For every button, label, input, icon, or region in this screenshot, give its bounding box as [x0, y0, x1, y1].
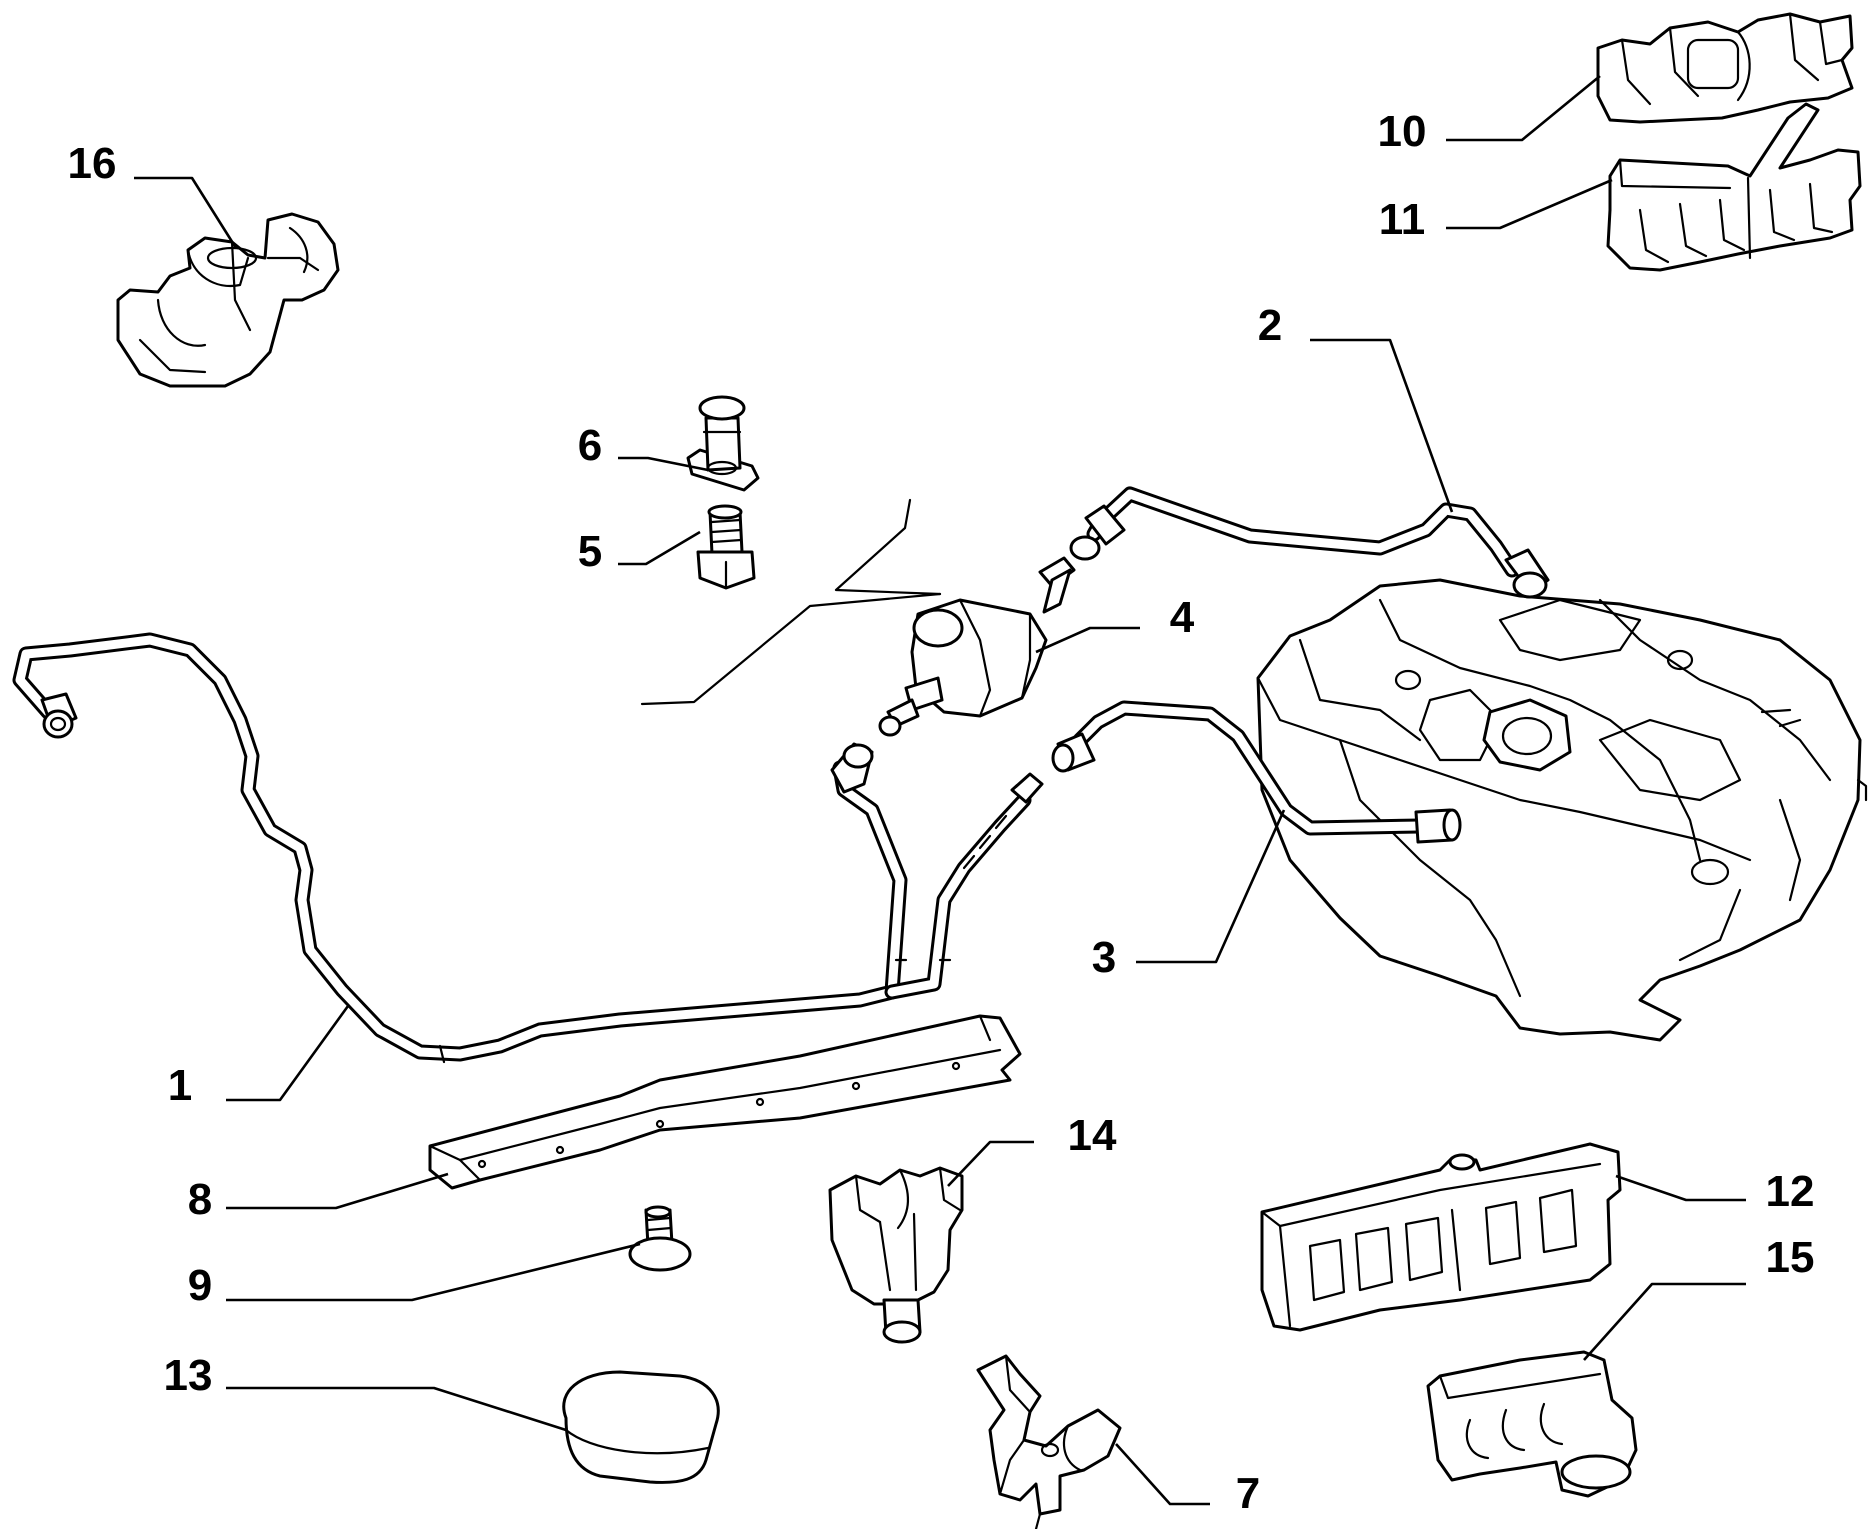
callout-7: 7 — [1236, 1469, 1260, 1518]
leader-14 — [947, 1140, 1034, 1187]
part-13-cap[interactable] — [562, 1370, 720, 1484]
callout-5: 5 — [578, 527, 602, 576]
leader-10 — [1446, 74, 1601, 142]
part-14-pipe-clip[interactable] — [828, 1166, 964, 1344]
leader-5 — [618, 530, 701, 566]
callout-3: 3 — [1092, 933, 1116, 982]
part-12-pipe-clip-block[interactable] — [1260, 1142, 1622, 1332]
leader-lines — [134, 74, 1746, 1506]
part-6-fitting[interactable] — [686, 395, 760, 492]
part-8-bracket[interactable] — [428, 1014, 1022, 1190]
leader-13 — [226, 1386, 567, 1432]
callout-14: 14 — [1068, 1111, 1117, 1160]
callout-2: 2 — [1258, 301, 1282, 350]
part-9-bolt[interactable] — [628, 1205, 692, 1272]
callout-6: 6 — [578, 421, 602, 470]
part-4-fuel-filter[interactable] — [878, 556, 1076, 737]
part-15-pipe-clip[interactable] — [1426, 1350, 1638, 1498]
leader-6 — [618, 456, 709, 472]
leader-16 — [134, 176, 238, 249]
callout-4: 4 — [1170, 593, 1195, 642]
part-5-bolt[interactable] — [696, 504, 756, 590]
part-7-wire-clip[interactable] — [976, 1354, 1122, 1529]
callout-16: 16 — [68, 139, 117, 188]
callout-9: 9 — [188, 1261, 212, 1310]
leader-3 — [1136, 809, 1286, 964]
part-10-pipe-clip[interactable] — [1596, 12, 1854, 124]
callout-12: 12 — [1766, 1167, 1815, 1216]
leader-9 — [226, 1242, 641, 1302]
callout-13: 13 — [164, 1351, 213, 1400]
part-2-fuel-pipe[interactable] — [1069, 486, 1550, 599]
leader-2 — [1310, 338, 1454, 513]
callout-8: 8 — [188, 1175, 212, 1224]
part-1-fuel-line-assembly[interactable] — [12, 632, 1044, 1064]
callout-labels: 1 2 3 4 5 6 7 8 9 10 11 12 13 14 15 16 — [68, 107, 1815, 1518]
callout-15: 15 — [1766, 1233, 1815, 1282]
callout-1: 1 — [168, 1061, 192, 1110]
fuel-tank — [1256, 578, 1868, 1042]
leader-1 — [226, 1005, 350, 1102]
guide-lines — [640, 498, 942, 706]
leader-7 — [1115, 1443, 1210, 1506]
leader-4 — [1035, 626, 1140, 654]
callout-11: 11 — [1379, 195, 1426, 244]
leader-12 — [1615, 1174, 1746, 1202]
leader-8 — [226, 1172, 449, 1210]
part-16-pipe-clip[interactable] — [116, 212, 340, 388]
callout-10: 10 — [1378, 107, 1427, 156]
leader-11 — [1446, 178, 1613, 230]
leader-15 — [1583, 1282, 1746, 1361]
part-3-return-pipe[interactable] — [1051, 700, 1462, 844]
part-11-pipe-clip[interactable] — [1606, 102, 1862, 272]
